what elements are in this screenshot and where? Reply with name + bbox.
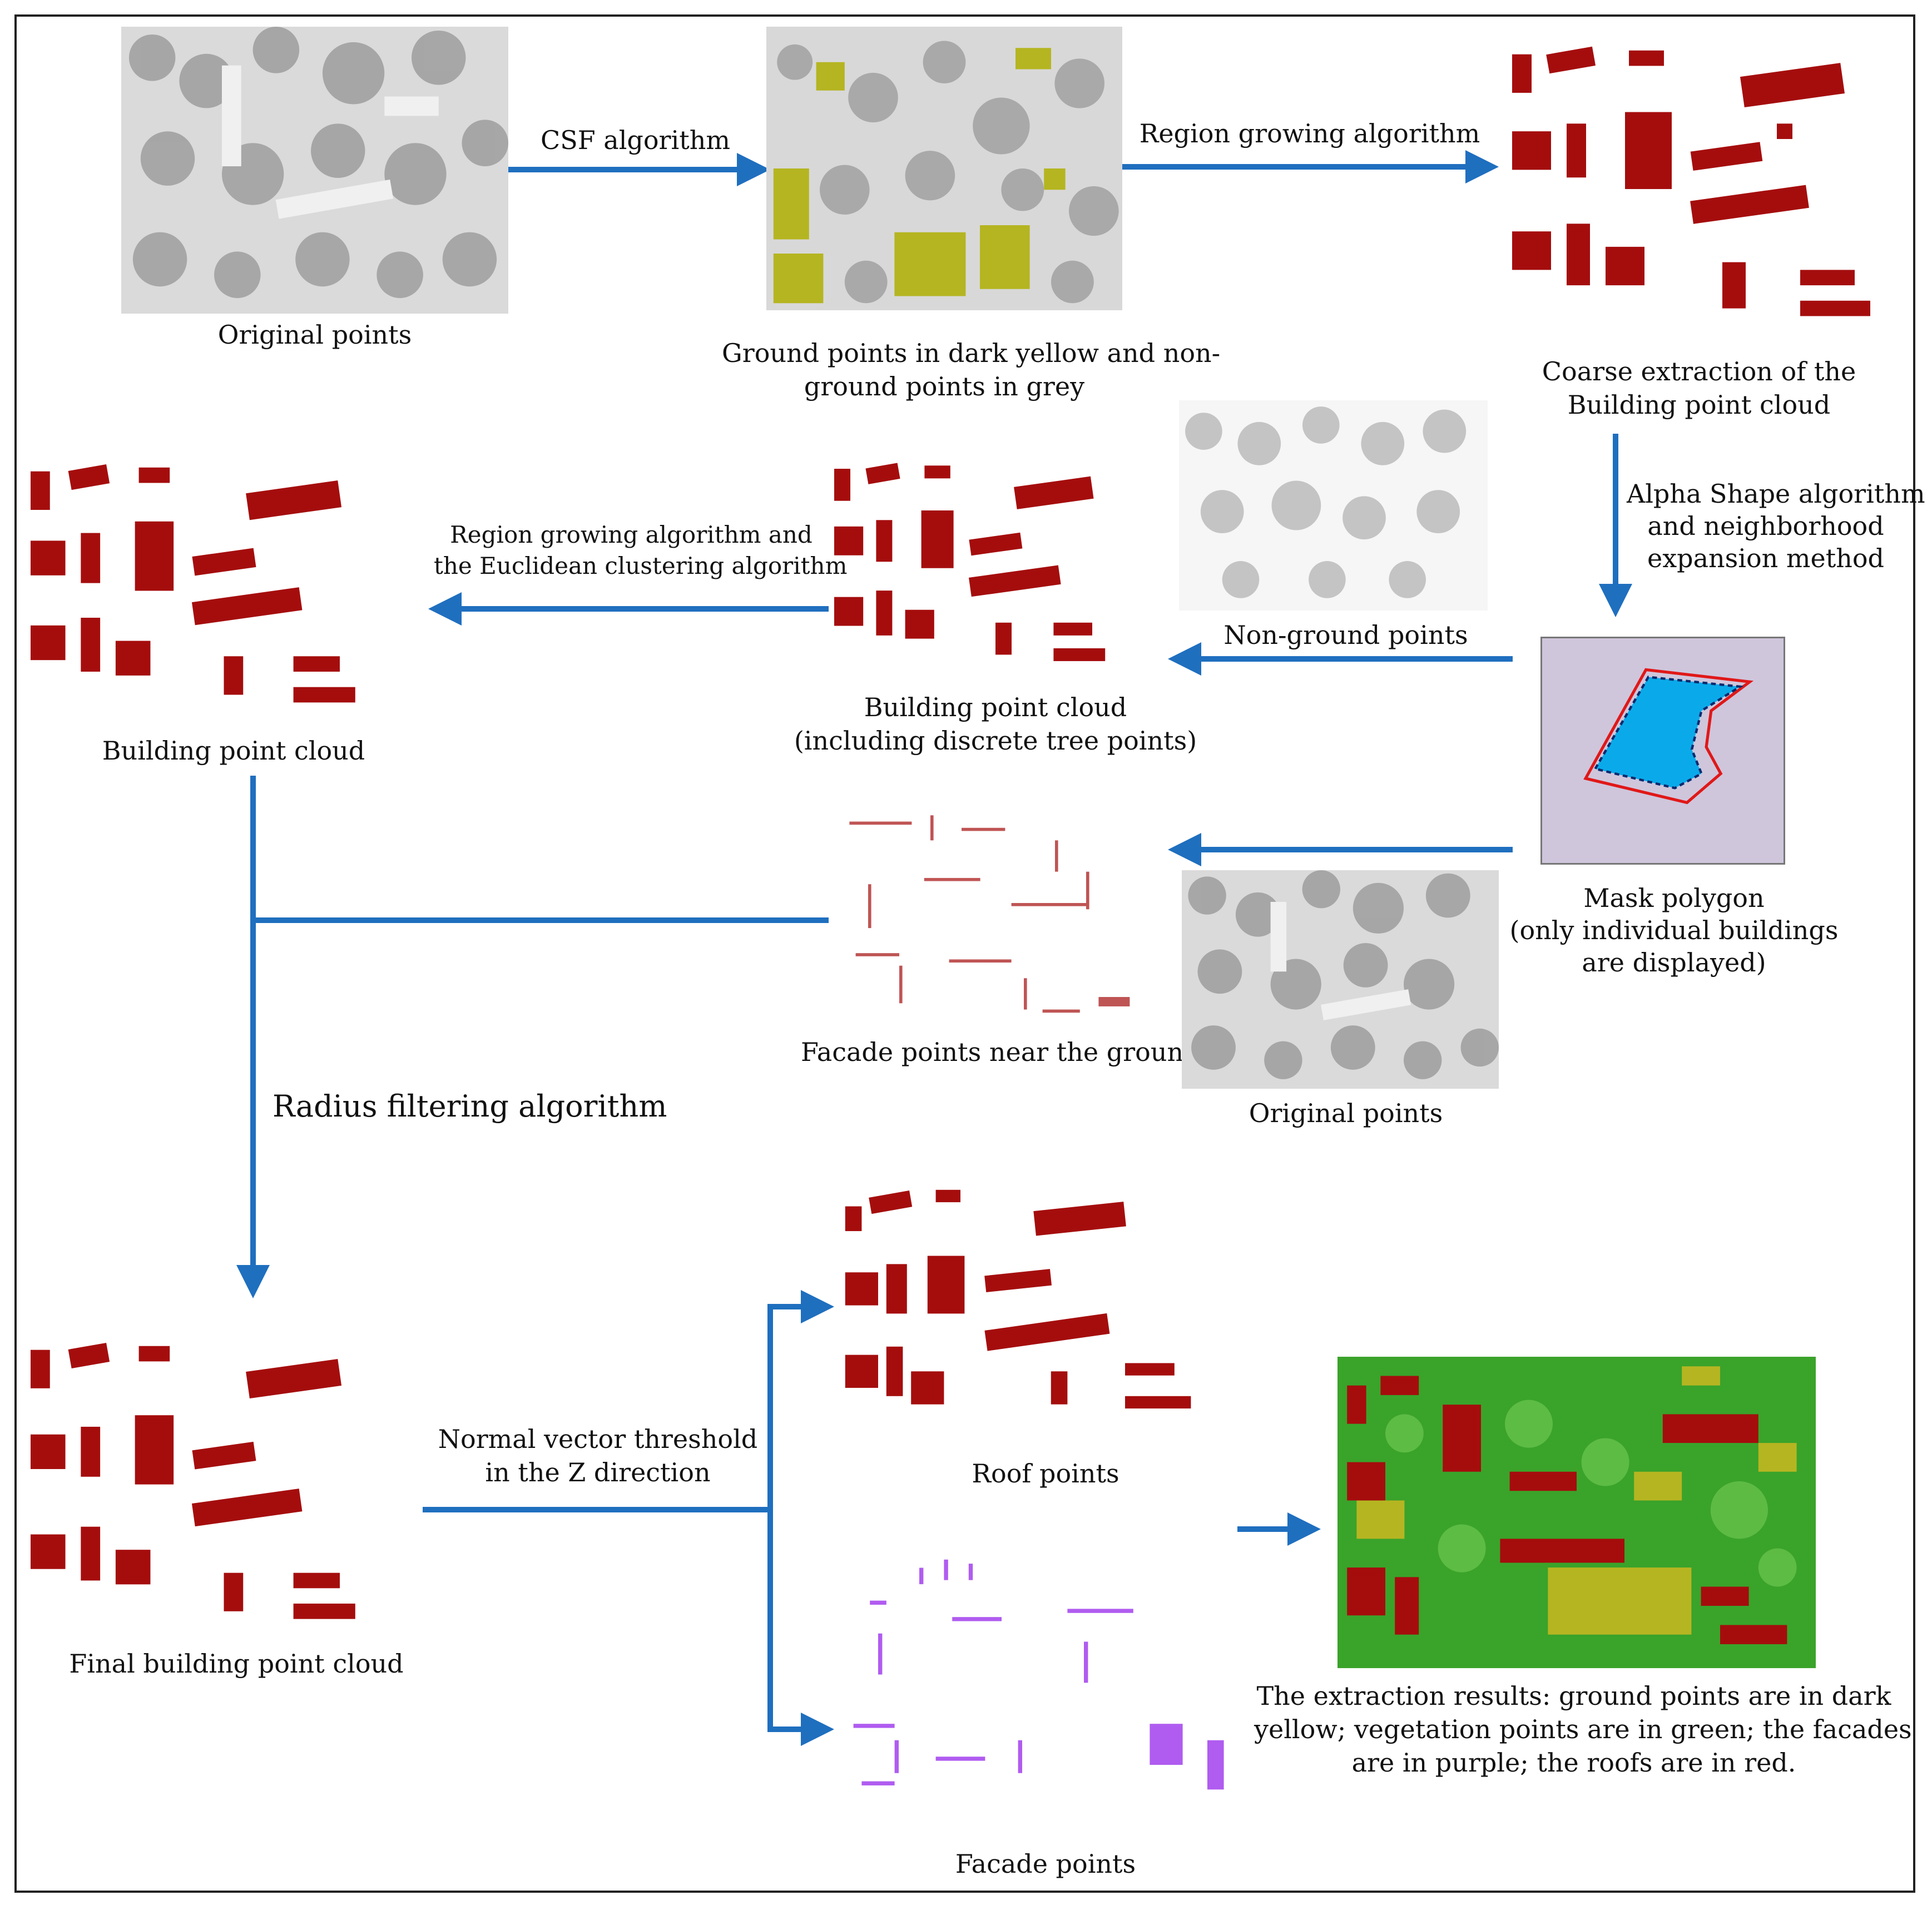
building-discrete-image <box>834 456 1157 674</box>
caption-mask-l1: Mask polygon <box>1583 883 1765 913</box>
caption-coarse-l1: Coarse extraction of the <box>1542 356 1856 386</box>
label-alpha-l2: and neighborhood <box>1647 511 1884 541</box>
label-radius-filtering: Radius filtering algorithm <box>273 1089 667 1124</box>
coarse-extraction-image <box>1504 39 1894 339</box>
original-points-top-image <box>121 27 508 314</box>
caption-ground-split-l2: ground points in grey <box>804 371 1085 401</box>
roof-points-image <box>837 1182 1249 1437</box>
extraction-result-image <box>1337 1357 1816 1668</box>
label-region-growing: Region growing algorithm <box>1139 118 1480 148</box>
caption-facade-near-ground: Facade points near the ground <box>801 1037 1200 1067</box>
label-normal-l1: Normal vector threshold <box>438 1424 758 1454</box>
final-building-image <box>31 1334 417 1646</box>
caption-building-discrete-l1: Building point cloud <box>864 692 1127 722</box>
mask-polygon-image <box>1540 637 1785 865</box>
caption-final-building: Final building point cloud <box>69 1649 404 1679</box>
label-rg-ec-l1: Region growing algorithm and <box>450 521 813 548</box>
non-ground-points-image <box>1179 400 1488 611</box>
caption-facade-points: Facade points <box>955 1849 1136 1879</box>
label-alpha-l3: expansion method <box>1647 543 1885 573</box>
caption-original-points-mid: Original points <box>1249 1098 1443 1128</box>
caption-result-l3: are in purple; the roofs are in red. <box>1351 1748 1796 1778</box>
caption-mask-l3: are displayed) <box>1582 947 1766 978</box>
caption-result-l2: yellow; vegetation points are in green; … <box>1254 1714 1912 1744</box>
caption-result-l1: The extraction results: ground points ar… <box>1256 1681 1891 1711</box>
label-normal-l2: in the Z direction <box>485 1457 711 1487</box>
facade-near-ground-image <box>837 809 1148 1031</box>
caption-original-points-top: Original points <box>217 320 412 350</box>
caption-non-ground: Non-ground points <box>1223 620 1468 650</box>
ground-split-image <box>766 27 1122 310</box>
caption-mask-l2: (only individual buildings <box>1509 915 1839 945</box>
caption-roof-points: Roof points <box>972 1458 1119 1489</box>
caption-ground-split-l1: Ground points in dark yellow and non- <box>722 338 1221 368</box>
facade-points-image <box>837 1551 1249 1818</box>
caption-building-left: Building point cloud <box>102 736 365 766</box>
figure-frame <box>14 14 1915 1893</box>
caption-building-discrete-l2: (including discrete tree points) <box>794 726 1197 756</box>
label-csf-algorithm: CSF algorithm <box>541 125 730 155</box>
label-alpha-l1: Alpha Shape algorithm <box>1627 479 1925 509</box>
building-point-cloud-left-image <box>31 456 417 722</box>
original-points-mid-image <box>1182 870 1499 1089</box>
label-rg-ec-l2: the Euclidean clustering algorithm <box>434 552 848 579</box>
caption-coarse-l2: Building point cloud <box>1567 390 1831 420</box>
